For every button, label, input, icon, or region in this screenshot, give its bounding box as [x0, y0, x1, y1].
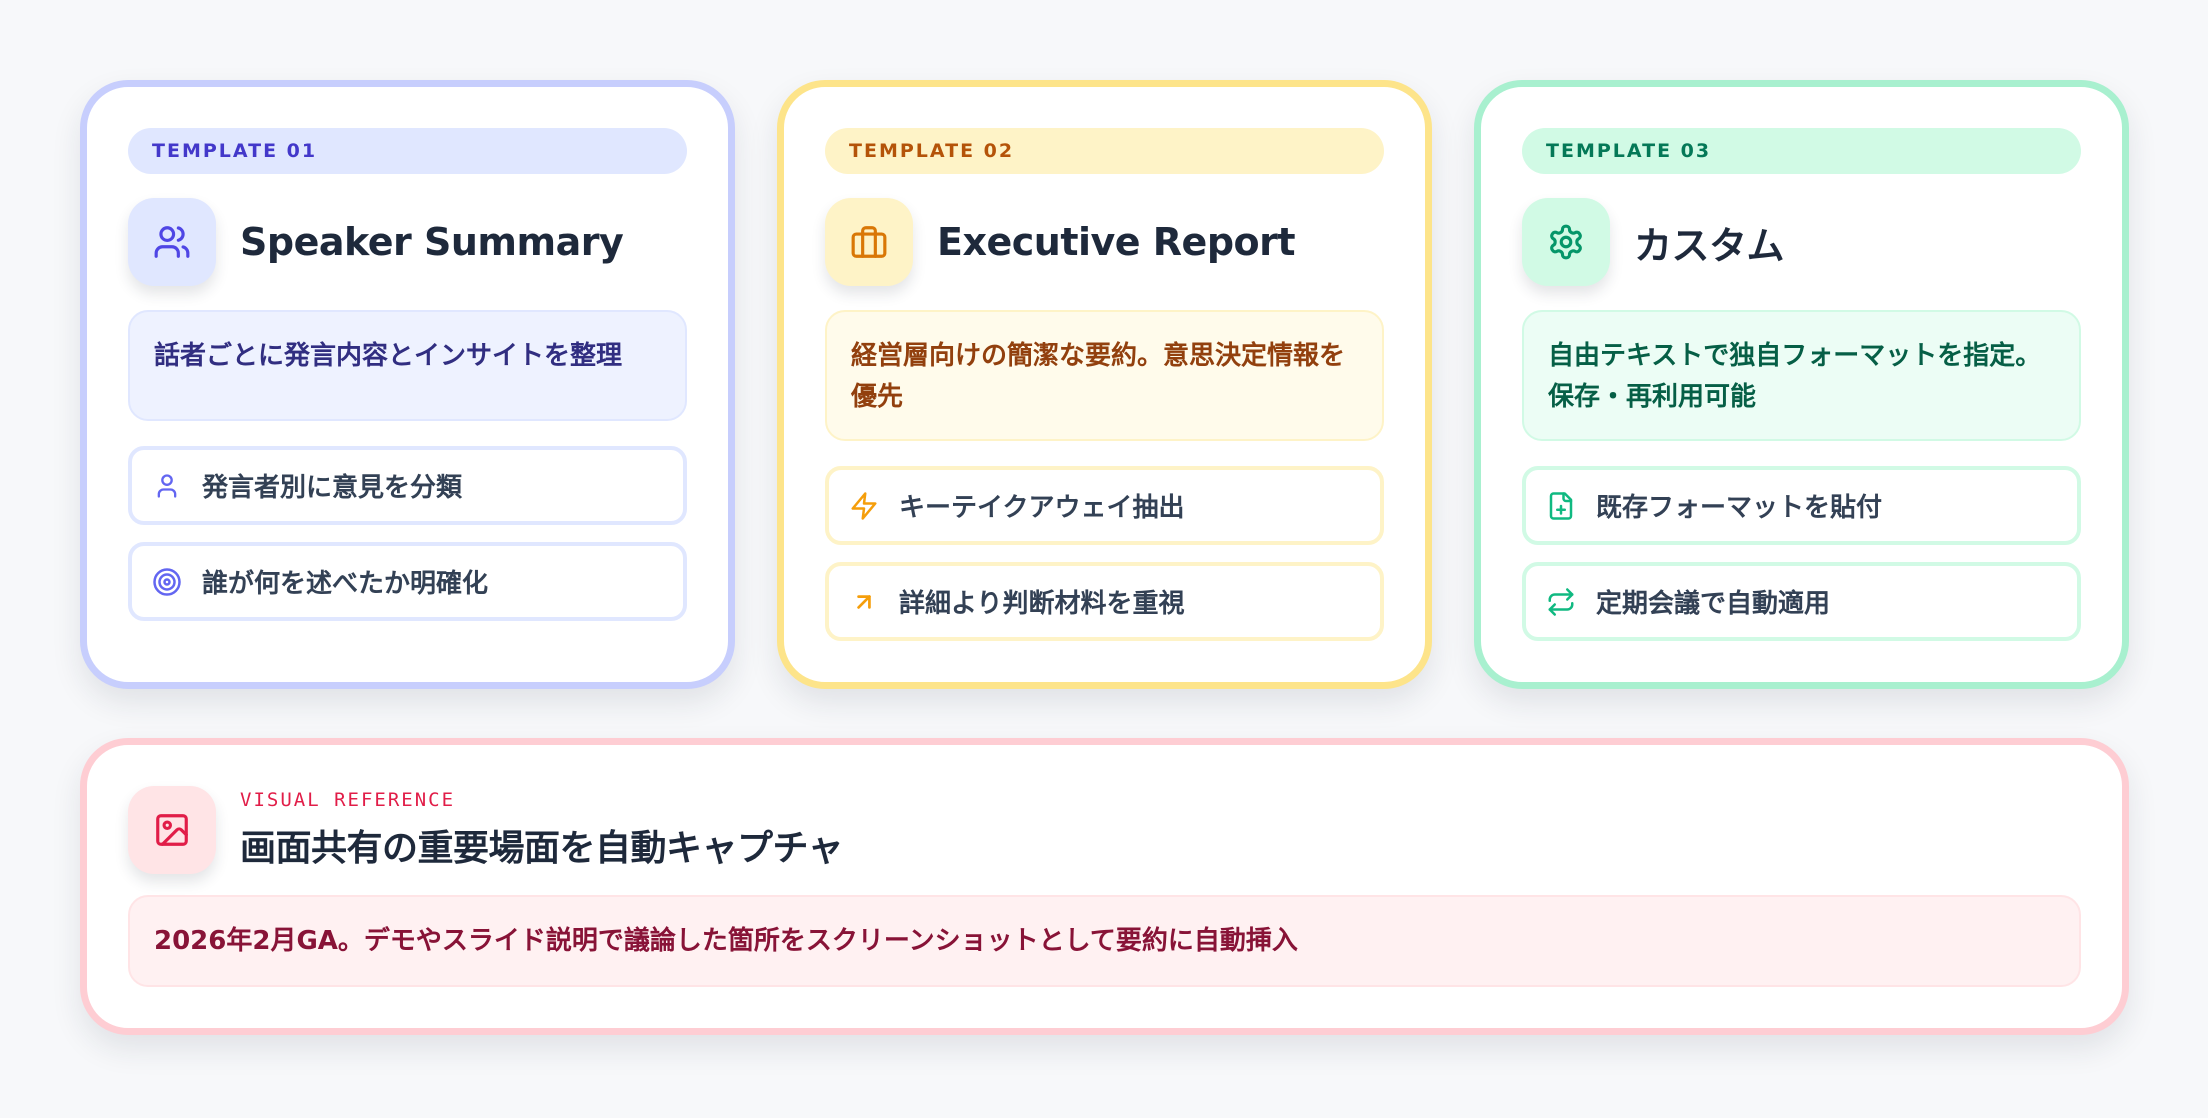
repeat-icon [1544, 585, 1578, 619]
feature-item: キーテイクアウェイ抽出 [825, 466, 1384, 545]
template-badge: TEMPLATE 02 [825, 128, 1384, 174]
template-card-speaker-summary[interactable]: TEMPLATE 01 Speaker Summary 話者ごとに発言内容とイン… [80, 80, 735, 689]
feature-label: 詳細より判断材料を重視 [899, 589, 1185, 619]
briefcase-icon [825, 198, 913, 286]
arrow-up-right-icon [847, 585, 881, 619]
user-icon [150, 469, 184, 503]
template-description: 話者ごとに発言内容とインサイトを整理 [128, 310, 687, 421]
template-badge: TEMPLATE 03 [1522, 128, 2081, 174]
users-icon [128, 198, 216, 286]
zap-icon [847, 489, 881, 523]
feature-label: キーテイクアウェイ抽出 [899, 493, 1185, 523]
template-title: カスタム [1634, 223, 1785, 268]
banner-description: 2026年2月GA。デモやスライド説明で議論した箇所をスクリーンショットとして要… [128, 895, 2081, 987]
template-title: Executive Report [937, 220, 1296, 264]
feature-item: 発言者別に意見を分類 [128, 446, 687, 525]
template-description: 自由テキストで独自フォーマットを指定。保存・再利用可能 [1522, 310, 2081, 441]
banner-eyebrow: VISUAL REFERENCE [240, 789, 456, 811]
feature-item: 既存フォーマットを貼付 [1522, 466, 2081, 545]
template-card-executive-report[interactable]: TEMPLATE 02 Executive Report 経営層向けの簡潔な要約… [777, 80, 1432, 689]
feature-item: 詳細より判断材料を重視 [825, 562, 1384, 641]
feature-label: 定期会議で自動適用 [1596, 589, 1831, 619]
image-icon [128, 786, 216, 874]
banner-title: 画面共有の重要場面を自動キャプチャ [240, 828, 844, 869]
feature-item: 定期会議で自動適用 [1522, 562, 2081, 641]
template-card-custom[interactable]: TEMPLATE 03 カスタム 自由テキストで独自フォーマットを指定。保存・再… [1474, 80, 2129, 689]
gear-icon [1522, 198, 1610, 286]
feature-label: 既存フォーマットを貼付 [1596, 493, 1883, 523]
visual-reference-banner: VISUAL REFERENCE 画面共有の重要場面を自動キャプチャ 2026年… [80, 738, 2129, 1035]
feature-label: 誰が何を述べたか明確化 [202, 569, 489, 599]
feature-label: 発言者別に意見を分類 [202, 473, 463, 503]
template-description: 経営層向けの簡潔な要約。意思決定情報を優先 [825, 310, 1384, 441]
template-title: Speaker Summary [240, 220, 624, 264]
target-icon [150, 565, 184, 599]
template-badge: TEMPLATE 01 [128, 128, 687, 174]
file-plus-icon [1544, 489, 1578, 523]
feature-item: 誰が何を述べたか明確化 [128, 542, 687, 621]
